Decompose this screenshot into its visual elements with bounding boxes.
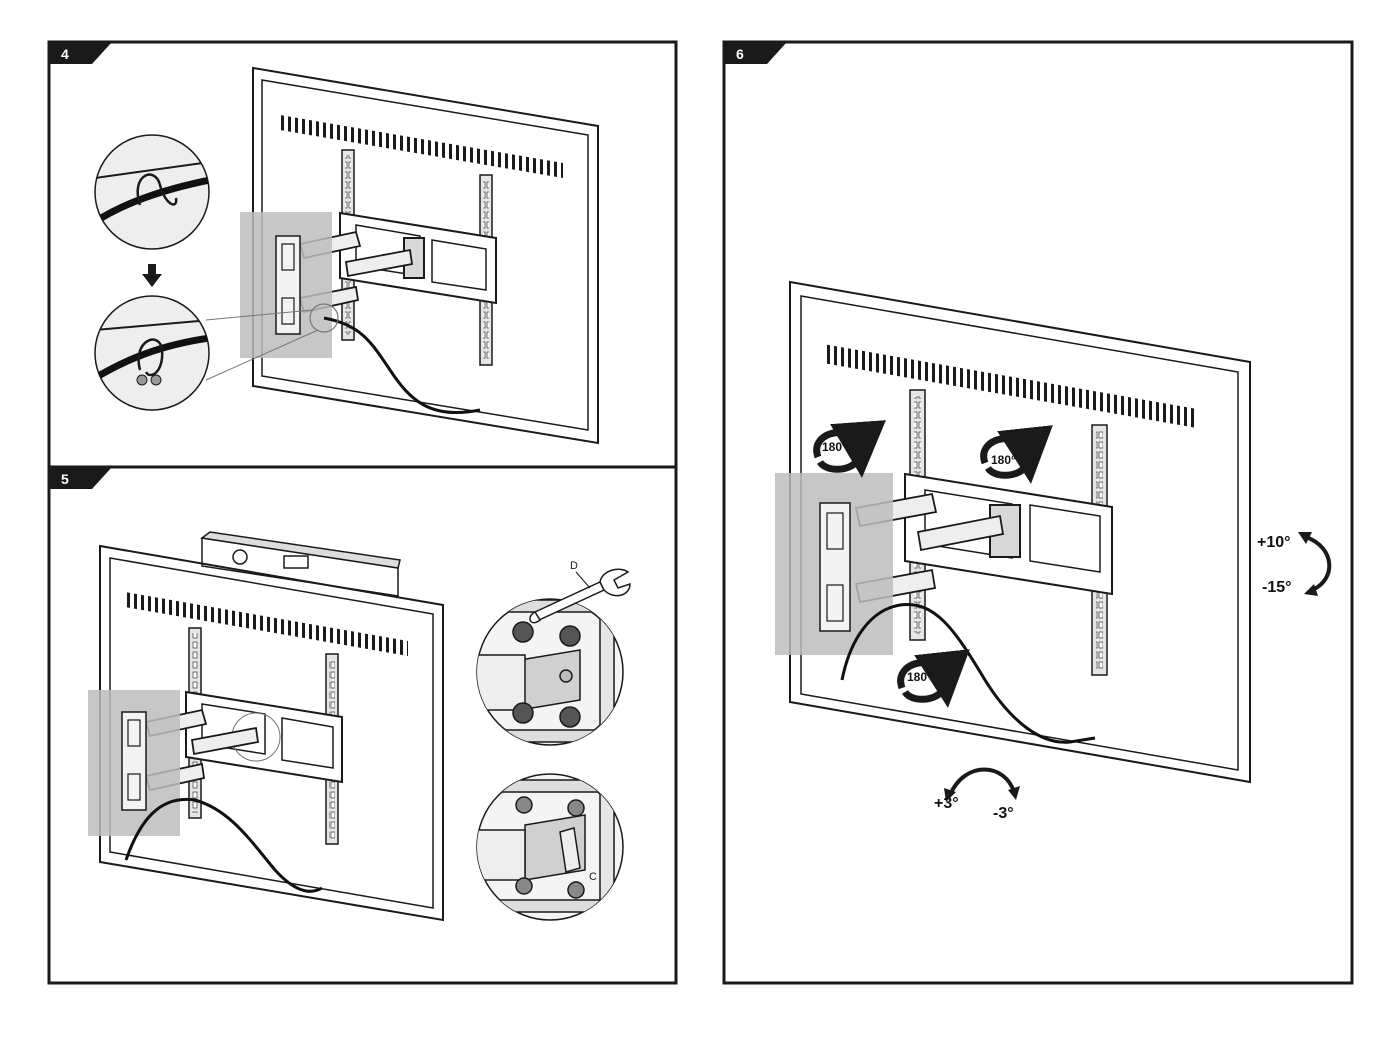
tilt-arrow-icon — [1298, 532, 1332, 596]
step-number: 6 — [736, 46, 744, 62]
panel-step-5: 5 — [47, 465, 678, 985]
wall-plate — [240, 212, 332, 358]
swivel-angle: 180° — [822, 440, 847, 454]
bolt-tighten-detail — [476, 598, 624, 746]
spirit-level — [200, 531, 401, 597]
wrench-icon — [529, 568, 631, 624]
cable — [124, 797, 323, 893]
panel-step-6: 6 — [722, 40, 1354, 985]
cable — [323, 316, 481, 415]
swivel-angle: 180° — [991, 453, 1016, 467]
tilt-up-label: +10° — [1257, 534, 1291, 551]
arrow-down-icon — [142, 264, 162, 287]
wrench-label: D — [570, 560, 578, 572]
tilt-down-label: -15° — [1262, 579, 1292, 596]
part-label: C — [589, 871, 597, 883]
step-badge: 5 — [49, 467, 112, 489]
swivel-angle: 180° — [907, 670, 932, 684]
wall-plate — [775, 473, 893, 655]
level-plus-label: +3° — [934, 795, 959, 812]
panel-step-4: 4 — [47, 40, 678, 469]
level-arrow-icon — [944, 767, 1020, 802]
step-badge: 6 — [724, 42, 787, 64]
cable-clip-detail-before — [94, 134, 210, 250]
rotate-180-icon: 180° — [897, 649, 970, 708]
step-number: 5 — [61, 471, 69, 487]
cover-install-detail — [476, 773, 624, 921]
step-badge: 4 — [49, 42, 112, 64]
level-minus-label: -3° — [993, 805, 1014, 822]
rotate-180-icon: 180° — [980, 425, 1053, 484]
wall-plate — [88, 690, 180, 836]
cable — [840, 602, 1096, 744]
cable-clip-detail-after — [94, 295, 210, 411]
mount-frame — [185, 690, 343, 784]
step-number: 4 — [61, 46, 69, 62]
rotate-180-icon: 180° — [813, 420, 886, 478]
